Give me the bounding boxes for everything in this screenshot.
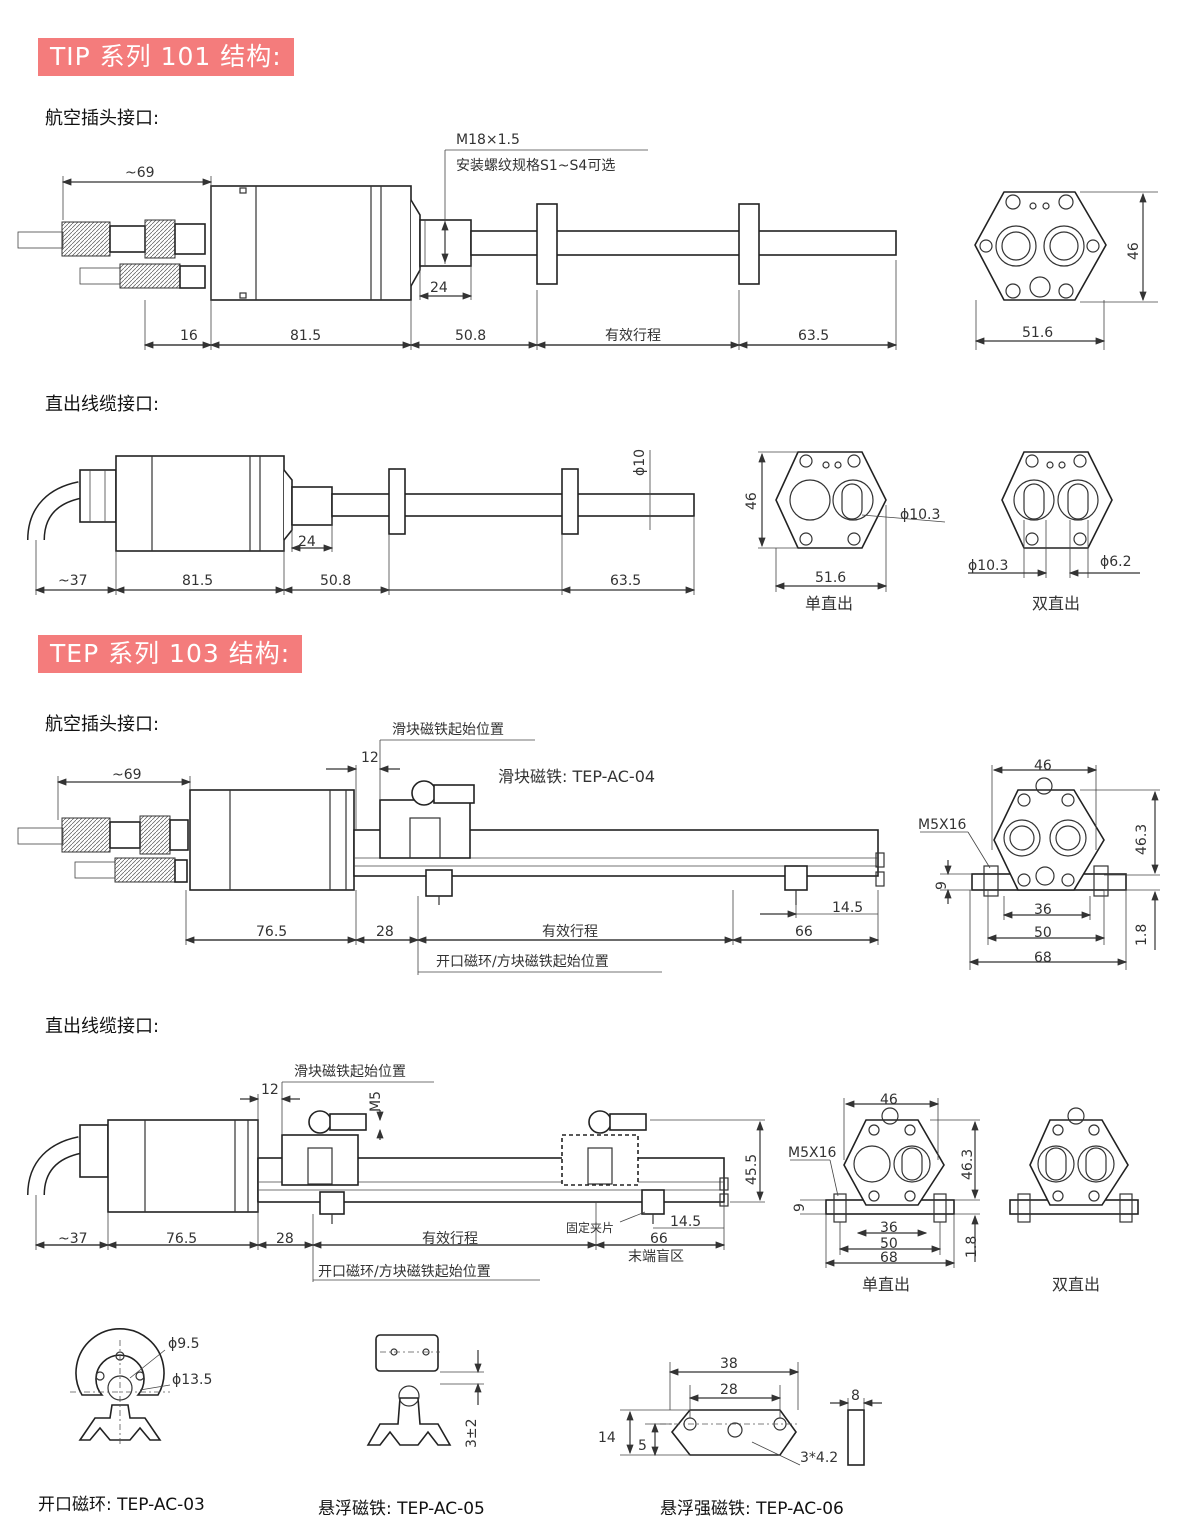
dim-46-3: 46.3 [1134, 824, 1150, 855]
dim-50-cable: 50 [880, 1236, 898, 1252]
caption-floating-magnet: 悬浮磁铁: TEP-AC-05 [318, 1499, 485, 1519]
dim-66-cable: 66 [650, 1231, 668, 1247]
tep-cable-side-view [27, 1110, 729, 1224]
dim-46-cable-front: 46 [880, 1092, 898, 1108]
label-double-direct: 双直出 [1032, 594, 1080, 613]
dim-cable-69: ~69 [125, 165, 155, 181]
dim-3x4-2: 3*4.2 [800, 1450, 838, 1466]
dim-28-cable: 28 [276, 1231, 294, 1247]
tip-cable-double-front [1001, 451, 1113, 549]
thread-note: 安装螺纹规格S1~S4可选 [456, 158, 615, 174]
dim-phi10-3-single: ϕ10.3 [900, 507, 940, 523]
dim-38: 38 [720, 1356, 738, 1372]
label-slider-start: 滑块磁铁起始位置 [392, 721, 504, 738]
dim-phi9-5: ϕ9.5 [168, 1336, 200, 1352]
tip-aviation-side-view [17, 149, 897, 301]
dim-81-5-cable: 81.5 [182, 573, 213, 589]
dim-46-single: 46 [744, 492, 760, 510]
dim-36: 36 [1034, 902, 1052, 918]
dim-24: 24 [430, 280, 448, 296]
dim-stroke-tep: 有效行程 [542, 924, 598, 940]
dim-12: 12 [361, 750, 379, 766]
tep-cable-double-front [1009, 1107, 1139, 1223]
dim-76-5: 76.5 [256, 924, 287, 940]
section-banner-tip: TIP 系列 101 结构: [38, 38, 294, 76]
label-single-direct-tep: 单直出 [862, 1275, 910, 1294]
label-end-blind-zone: 末端盲区 [628, 1248, 684, 1265]
subtitle-direct-cable-tep: 直出线缆接口: [45, 1016, 160, 1037]
dim-stroke-cable: 有效行程 [422, 1231, 478, 1247]
label-fixing-clip: 固定夹片 [566, 1220, 614, 1235]
tep-cable-single-front [825, 1107, 955, 1223]
dim-cable-69-tep: ~69 [112, 767, 142, 783]
dim-8: 8 [851, 1388, 860, 1404]
dim-51-6-single: 51.6 [815, 570, 846, 586]
dim-28: 28 [376, 924, 394, 940]
section-banner-tep: TEP 系列 103 结构: [38, 635, 303, 673]
dim-50-8: 50.8 [455, 328, 486, 344]
dim-68-cable: 68 [880, 1250, 898, 1266]
label-single-direct: 单直出 [805, 594, 853, 613]
dim-63-5: 63.5 [798, 328, 829, 344]
tip-cable-single-front [775, 451, 887, 549]
dim-phi6-2: ϕ6.2 [1100, 554, 1132, 570]
dim-1-8: 1.8 [1134, 924, 1150, 946]
dim-m5: M5 [368, 1091, 384, 1112]
dim-46-tep: 46 [1034, 758, 1052, 774]
strong-floating-magnet-drawing [620, 1362, 865, 1466]
caption-open-ring: 开口磁环: TEP-AC-03 [38, 1495, 205, 1515]
dim-1-8-cable: 1.8 [964, 1236, 980, 1258]
label-ring-start-cable: 开口磁环/方块磁铁起始位置 [318, 1264, 491, 1280]
dim-37: ~37 [58, 573, 88, 589]
subtitle-aviation-plug-tep: 航空插头接口: [45, 714, 160, 735]
dim-68: 68 [1034, 950, 1052, 966]
caption-strong-floating-magnet: 悬浮强磁铁: TEP-AC-06 [660, 1499, 844, 1519]
floating-magnet-drawing [366, 1334, 484, 1446]
dim-46: 46 [1126, 242, 1142, 260]
dim-m5x16-cable: M5X16 [788, 1145, 836, 1161]
label-slider-magnet: 滑块磁铁: TEP-AC-04 [498, 767, 655, 786]
dim-3-2: 3±2 [464, 1418, 480, 1448]
dim-9-cable: 9 [792, 1203, 808, 1212]
dim-stroke: 有效行程 [605, 328, 661, 344]
dim-51-6: 51.6 [1022, 325, 1053, 341]
dim-m5x16: M5X16 [918, 817, 966, 833]
dim-5: 5 [638, 1438, 647, 1454]
dim-50-8-cable: 50.8 [320, 573, 351, 589]
thread-spec: M18×1.5 [456, 132, 520, 148]
open-ring-magnet-drawing [70, 1328, 171, 1445]
tep-aviation-side-view [17, 780, 885, 905]
subtitle-aviation-plug: 航空插头接口: [45, 108, 160, 129]
tip-aviation-front-view [974, 191, 1107, 301]
label-double-direct-tep: 双直出 [1052, 1275, 1100, 1294]
tep-aviation-front-view [971, 777, 1127, 897]
dim-14-5-cable: 14.5 [670, 1214, 701, 1230]
dim-phi10-3-double: ϕ10.3 [968, 558, 1008, 574]
dim-81-5: 81.5 [290, 328, 321, 344]
dim-63-5-cable: 63.5 [610, 573, 641, 589]
label-slider-start-cable: 滑块磁铁起始位置 [294, 1063, 406, 1080]
tip-cable-side-view [27, 455, 695, 552]
label-ring-start: 开口磁环/方块磁铁起始位置 [436, 954, 609, 970]
dim-12-cable: 12 [261, 1082, 279, 1098]
dim-28-acc: 28 [720, 1382, 738, 1398]
subtitle-direct-cable: 直出线缆接口: [45, 394, 160, 415]
dim-16: 16 [180, 328, 198, 344]
dim-46-3-cable: 46.3 [960, 1149, 976, 1180]
dim-45-5: 45.5 [744, 1154, 760, 1185]
dim-24-cable: 24 [298, 534, 316, 550]
dim-36-cable: 36 [880, 1220, 898, 1236]
dim-phi10: ϕ10 [632, 449, 648, 476]
dim-phi13-5: ϕ13.5 [172, 1372, 212, 1388]
dim-14-5: 14.5 [832, 900, 863, 916]
dim-66: 66 [795, 924, 813, 940]
dim-76-5-cable: 76.5 [166, 1231, 197, 1247]
dim-37-tep: ~37 [58, 1231, 88, 1247]
dim-14: 14 [598, 1430, 616, 1446]
dim-50: 50 [1034, 925, 1052, 941]
dim-9: 9 [934, 881, 950, 890]
